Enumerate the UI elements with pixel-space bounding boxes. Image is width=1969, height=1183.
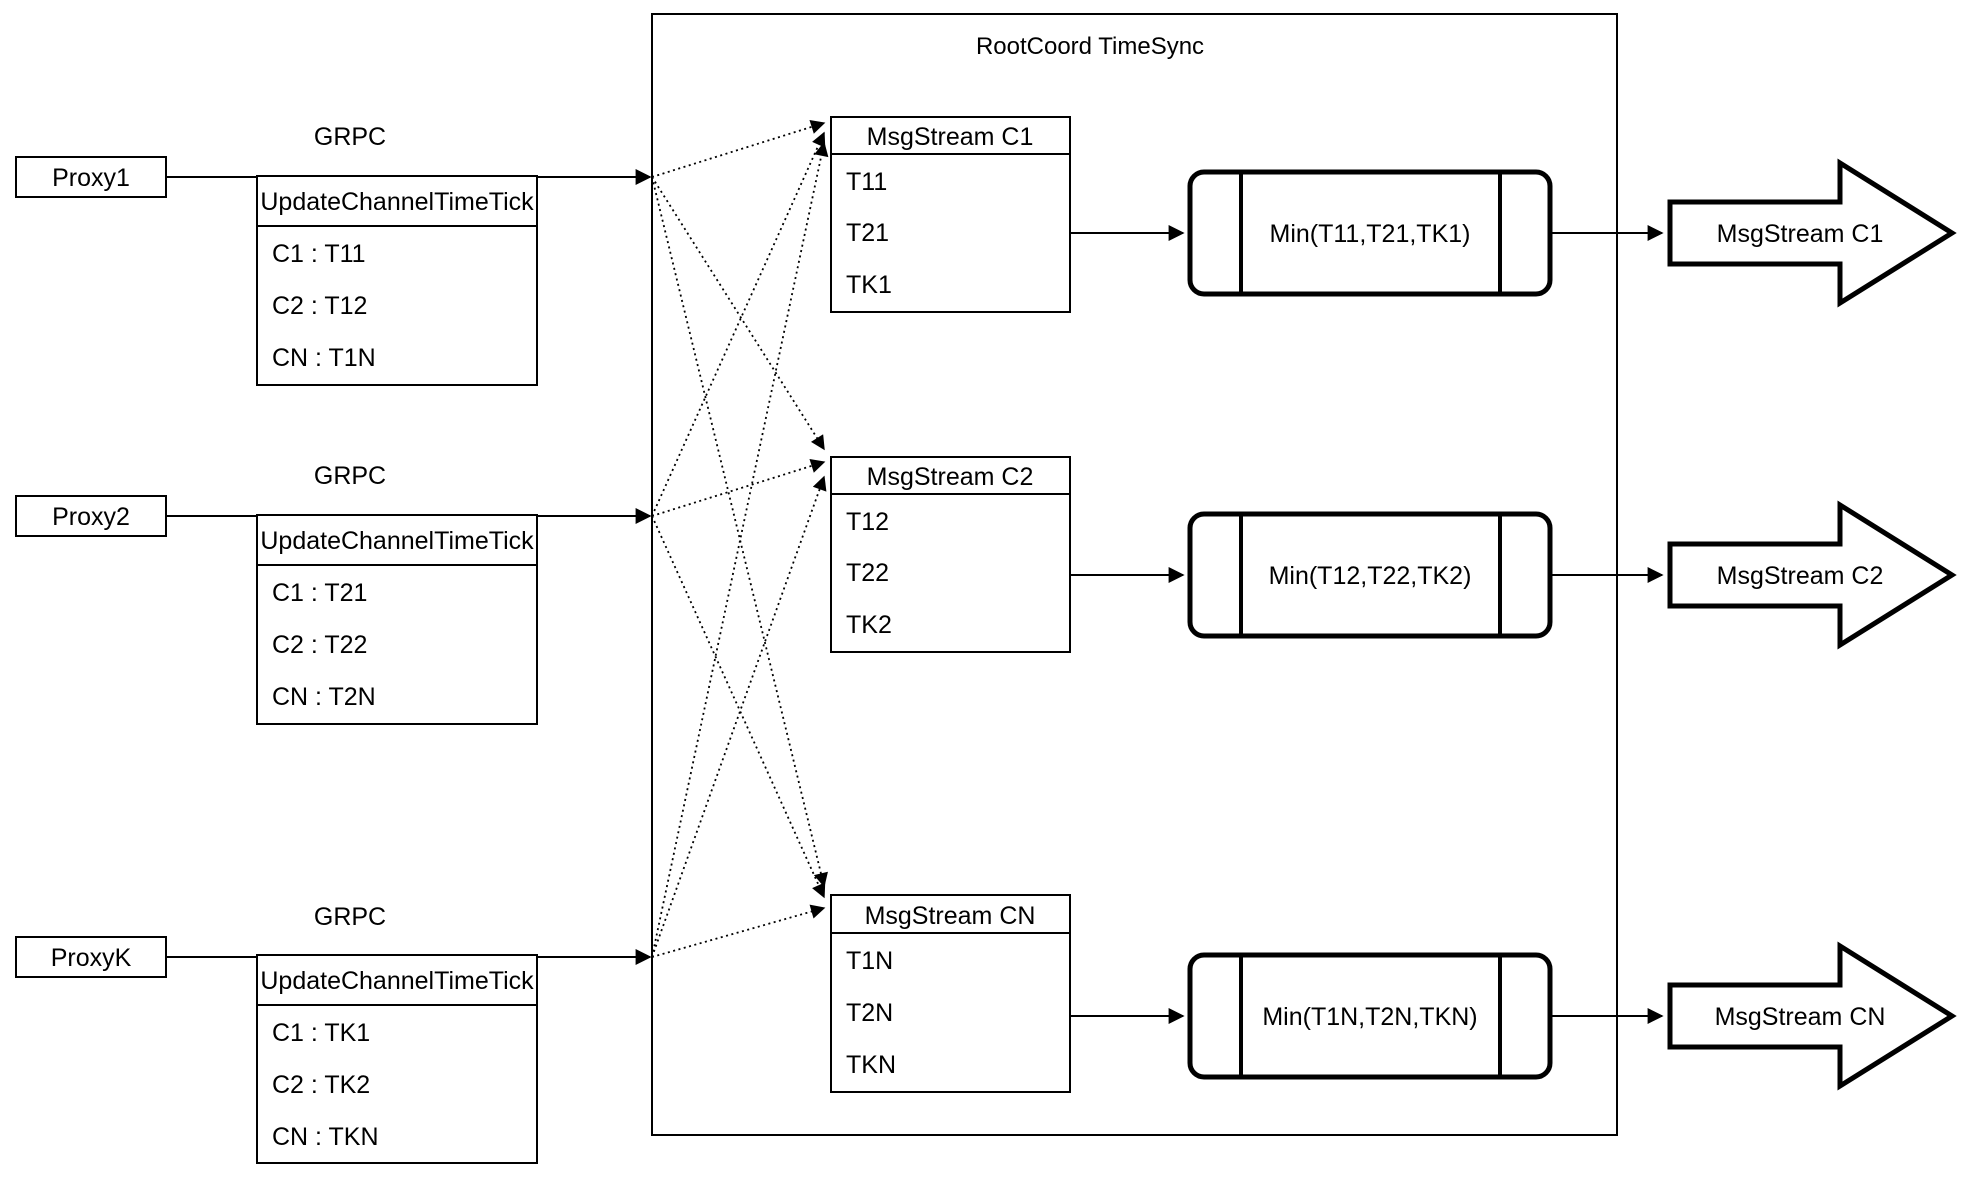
proxyk-box <box>15 936 167 978</box>
min-label-2: Min(T12,T22,TK2) <box>1269 562 1472 590</box>
update-table-3-row: C1 : TK1 <box>272 1019 370 1047</box>
stream-table-c1-row: TK1 <box>846 271 892 299</box>
stream-table-c2-row: T12 <box>846 508 889 536</box>
stream-table-c2 <box>830 456 1071 653</box>
update-table-2-header: UpdateChannelTimeTick <box>260 527 534 555</box>
min-label-1: Min(T11,T21,TK1) <box>1270 220 1471 248</box>
update-table-2 <box>256 514 538 725</box>
dotted-edge-p2-c2 <box>651 459 826 517</box>
rootcoord-title: RootCoord TimeSync <box>976 33 1204 60</box>
update-table-1-row: CN : T1N <box>272 344 376 372</box>
output-arrow-cn <box>1667 941 1957 1091</box>
grpc-label-1: GRPC <box>314 123 386 151</box>
update-table-1-row: C1 : T11 <box>272 240 366 268</box>
row-proxyk: ProxyK GRPC UpdateChannelTimeTick C1 : T… <box>15 894 1957 1164</box>
dotted-edge-p2-c1 <box>651 131 826 517</box>
output-arrow-c1 <box>1667 158 1957 308</box>
dotted-edge-p2-cn <box>651 515 826 899</box>
stream-table-cn-row: T1N <box>846 947 893 975</box>
stream-table-c1-row: T11 <box>846 168 887 196</box>
stream-table-c2-row: T22 <box>846 559 889 587</box>
proxyk-label: ProxyK <box>51 944 132 972</box>
dotted-edge-pk-cn <box>651 904 826 958</box>
proxy1-box <box>15 156 167 198</box>
stream-table-c1 <box>830 116 1071 313</box>
output-arrow-c1-label: MsgStream C1 <box>1717 220 1884 248</box>
dotted-edge-p1-c1 <box>651 120 826 178</box>
stream-table-cn <box>830 894 1071 1093</box>
dotted-edge-p1-c2 <box>651 176 825 451</box>
grpc-label-2: GRPC <box>314 462 386 490</box>
stream-table-c1-row: T21 <box>846 219 889 247</box>
update-table-3-row: CN : TKN <box>272 1123 379 1151</box>
update-table-2-row: C1 : T21 <box>272 579 367 607</box>
row-proxy1: Proxy1 GRPC UpdateChannelTimeTick C1 : T… <box>15 116 1957 386</box>
stream-table-c2-header: MsgStream C2 <box>867 463 1034 491</box>
update-table-2-row: C2 : T22 <box>272 631 367 659</box>
stream-table-cn-row: TKN <box>846 1051 896 1079</box>
update-table-1 <box>256 175 538 386</box>
proxy2-box <box>15 495 167 537</box>
stream-table-c2-row: TK2 <box>846 611 892 639</box>
update-table-1-row: C2 : T12 <box>272 292 367 320</box>
update-table-2-row: CN : T2N <box>272 683 376 711</box>
proxy2-label: Proxy2 <box>52 503 130 531</box>
update-table-3-row: C2 : TK2 <box>272 1071 370 1099</box>
update-table-3-header: UpdateChannelTimeTick <box>260 967 534 995</box>
output-arrow-c2 <box>1667 500 1957 650</box>
update-table-3 <box>256 954 538 1164</box>
dotted-edge-pk-c1 <box>651 141 829 958</box>
stream-table-c1-header: MsgStream C1 <box>867 123 1034 151</box>
proxy1-label: Proxy1 <box>52 164 130 192</box>
row-proxy2: Proxy2 GRPC UpdateChannelTimeTick C1 : T… <box>15 456 1957 725</box>
dotted-edge-p1-cn <box>651 176 828 888</box>
output-arrow-cn-label: MsgStream CN <box>1715 1003 1886 1031</box>
stream-table-cn-row: T2N <box>846 999 893 1027</box>
output-arrow-c2-label: MsgStream C2 <box>1717 562 1884 590</box>
min-label-3: Min(T1N,T2N,TKN) <box>1262 1003 1477 1031</box>
update-table-1-header: UpdateChannelTimeTick <box>260 188 534 216</box>
dotted-edge-pk-c2 <box>651 475 827 958</box>
stream-table-cn-header: MsgStream CN <box>865 902 1036 930</box>
grpc-label-3: GRPC <box>314 903 386 931</box>
